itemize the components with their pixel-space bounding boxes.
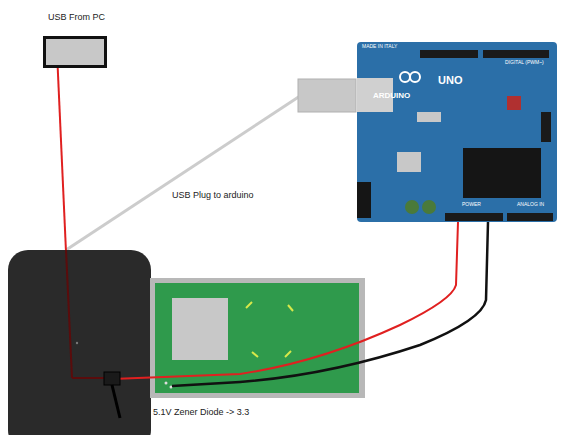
board-print: ANALOG IN <box>517 202 544 208</box>
board-print: MADE IN ITALY <box>362 44 397 50</box>
arduino-board: MADE IN ITALY DIGITAL (PWM~) UNO ARDUINO POW… <box>357 42 557 222</box>
usb-pc-box: USB From PC <box>43 36 107 68</box>
board-print: ARDUINO <box>373 92 410 101</box>
chip <box>172 298 228 360</box>
usb-plug <box>298 79 356 112</box>
diode-lead <box>112 385 120 418</box>
internal-wire <box>66 250 72 378</box>
board-print: POWER <box>462 202 481 208</box>
heading: USB From PC <box>48 13 105 23</box>
board-print: UNO <box>438 74 462 86</box>
cable-label: USB Plug to arduino <box>172 190 312 201</box>
usb-cable <box>66 96 300 250</box>
board-print: DIGITAL (PWM~) <box>505 60 544 66</box>
power-wire <box>112 222 458 379</box>
ground-wire <box>172 222 488 386</box>
pad <box>165 382 168 385</box>
board-marks <box>246 302 293 357</box>
dot <box>76 342 78 344</box>
black-box <box>8 250 151 435</box>
diode-note: 5.1V Zener Diode -> 3.3 <box>153 407 263 418</box>
zener-diode <box>104 372 120 385</box>
board-outline <box>357 42 557 222</box>
usb-wire <box>57 52 66 252</box>
